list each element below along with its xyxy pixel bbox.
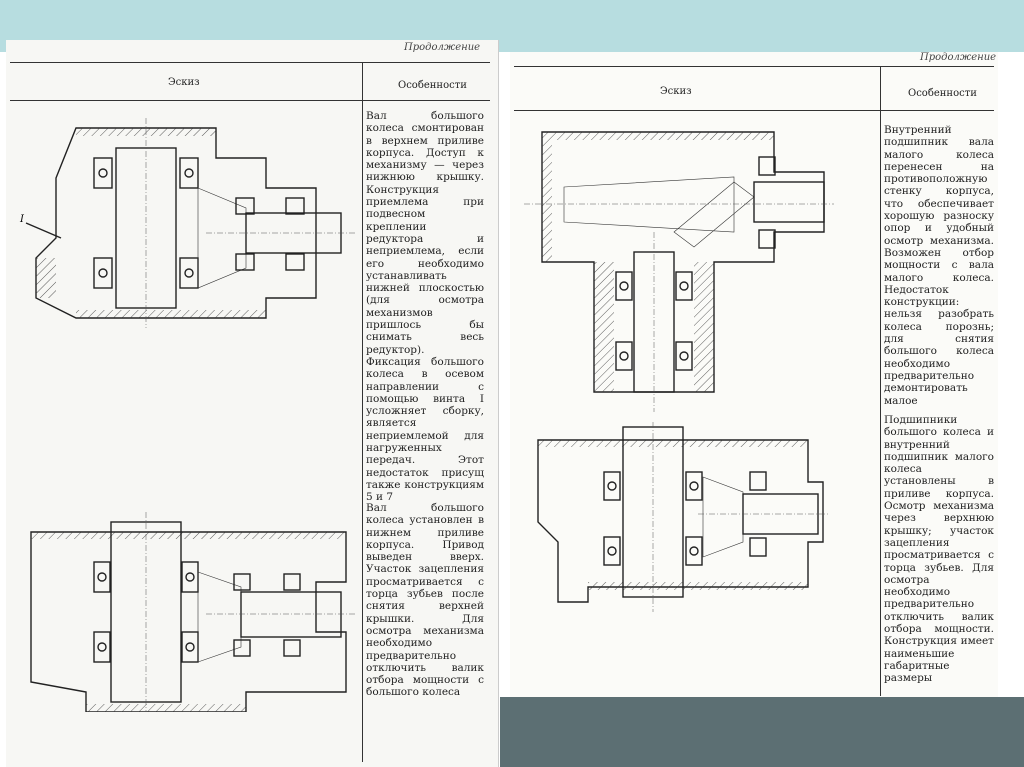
- description-1: Вал большого колеса смонтирован в верхне…: [366, 110, 484, 504]
- continuation-label-right: Продолжение: [920, 52, 997, 63]
- column-header-features-right: Особенности: [908, 88, 977, 99]
- column-header-sketch-right: Эскиз: [660, 86, 692, 97]
- gearbox-sketch-1: I: [19, 118, 356, 328]
- background-dark-corner: [500, 697, 1024, 767]
- left-page: Продолжение Эскиз Особенности I Вал боль…: [6, 40, 499, 767]
- header-top-rule: [10, 62, 490, 63]
- description-2: Вал большого колеса установлен в нижнем …: [366, 502, 484, 699]
- callout-label: I: [19, 214, 25, 225]
- column-divider: [362, 62, 363, 762]
- header-bottom-rule-right: [514, 110, 994, 111]
- right-page: Продолжение Эскиз Особенности Внутренний…: [510, 52, 998, 697]
- column-divider-right: [880, 66, 881, 696]
- column-header-features: Особенности: [398, 80, 467, 91]
- header-bottom-rule: [10, 100, 490, 101]
- continuation-label: Продолжение: [404, 42, 481, 53]
- header-top-rule-right: [514, 66, 994, 67]
- description-4: Подшипники большого колеса и внутренний …: [884, 414, 994, 685]
- gearbox-sketch-3: [524, 131, 834, 412]
- gearbox-sketch-4: [537, 422, 828, 612]
- description-3: Внутренний подшипник вала малого колеса …: [884, 124, 994, 407]
- column-header-sketch: Эскиз: [168, 77, 200, 88]
- gearbox-sketch-2: [30, 512, 356, 712]
